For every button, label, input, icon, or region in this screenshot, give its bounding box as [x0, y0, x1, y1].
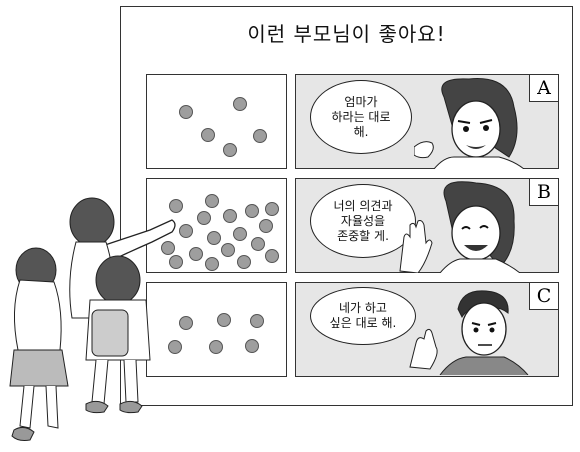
dot	[265, 249, 279, 263]
dot	[223, 209, 237, 223]
dot	[179, 105, 193, 119]
dot	[221, 243, 235, 257]
dot	[179, 224, 193, 238]
dot	[168, 340, 182, 354]
dot	[233, 97, 247, 111]
dot	[250, 314, 264, 328]
poster-title: 이런 부모님이 좋아요!	[247, 22, 446, 46]
dot	[237, 255, 251, 269]
dot	[207, 231, 221, 245]
dot	[197, 211, 211, 225]
speech-bubble-b: 너의 의견과 자율성을 존중할 게.	[310, 184, 416, 258]
dot	[217, 313, 231, 327]
option-letter-b: B	[529, 179, 558, 206]
picture-panel-b: B 너의 의견과 자율성을 존중할 게.	[295, 178, 559, 273]
speech-bubble-a: 엄마가 하라는 대로 해.	[310, 80, 412, 154]
father-permissive-illustration	[409, 290, 529, 375]
dot	[265, 202, 279, 216]
dot	[169, 255, 183, 269]
dot	[245, 339, 259, 353]
dot	[169, 199, 183, 213]
dot	[205, 257, 219, 271]
option-letter-a: A	[529, 75, 558, 102]
dot	[205, 194, 219, 208]
option-letter-c: C	[529, 283, 558, 310]
dots-panel-b	[146, 178, 287, 273]
dot	[259, 219, 273, 233]
dot	[245, 204, 259, 218]
children-illustration	[9, 197, 176, 441]
dot	[223, 143, 237, 157]
speech-bubble-c: 네가 하고 싶은 대로 해.	[310, 287, 416, 345]
dot	[209, 340, 223, 354]
dots-panel-c	[146, 282, 287, 377]
picture-panel-a: A 엄마가 하라는 대로 해.	[295, 74, 559, 169]
mother-strict-illustration	[414, 78, 525, 169]
dot	[161, 241, 175, 255]
dot	[201, 128, 215, 142]
dot	[253, 129, 267, 143]
dot	[179, 316, 193, 330]
dot	[251, 237, 265, 251]
dot	[233, 227, 247, 241]
picture-panel-c: C 네가 하고 싶은 대로 해.	[295, 282, 559, 377]
mother-respectful-illustration	[399, 181, 521, 273]
dots-panel-a	[146, 74, 287, 169]
dot	[189, 247, 203, 261]
